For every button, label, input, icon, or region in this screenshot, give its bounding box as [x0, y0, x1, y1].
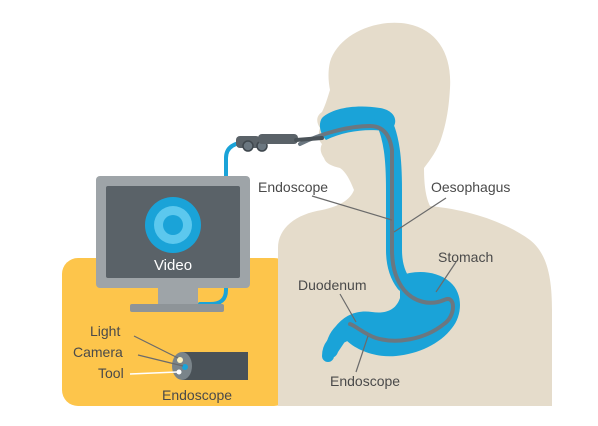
leader-endoscope-upper	[311, 195, 393, 221]
label-oesophagus: Oesophagus	[431, 179, 510, 195]
label-stomach: Stomach	[438, 249, 493, 265]
label-endoscope-upper: Endoscope	[258, 179, 328, 195]
label-endoscope-lower: Endoscope	[330, 373, 400, 389]
endoscope-tip-icon	[172, 352, 248, 380]
duodenum	[322, 330, 350, 362]
label-endoscope-tip: Endoscope	[162, 387, 232, 403]
video-monitor-icon	[96, 176, 250, 312]
leader-duodenum	[339, 293, 357, 323]
endoscope-handle-icon	[236, 134, 324, 152]
label-video: Video	[154, 257, 192, 274]
leader-endoscope-lower	[355, 335, 369, 373]
label-light: Light	[90, 323, 120, 339]
leader-stomach	[435, 261, 457, 293]
label-camera: Camera	[73, 344, 123, 360]
leader-light	[133, 335, 179, 359]
leader-tool	[129, 371, 178, 375]
endoscope-internal	[298, 124, 455, 343]
label-duodenum: Duodenum	[298, 277, 367, 293]
leader-camera	[137, 354, 184, 367]
label-tool: Tool	[98, 365, 124, 381]
leader-oesophagus	[393, 197, 447, 233]
